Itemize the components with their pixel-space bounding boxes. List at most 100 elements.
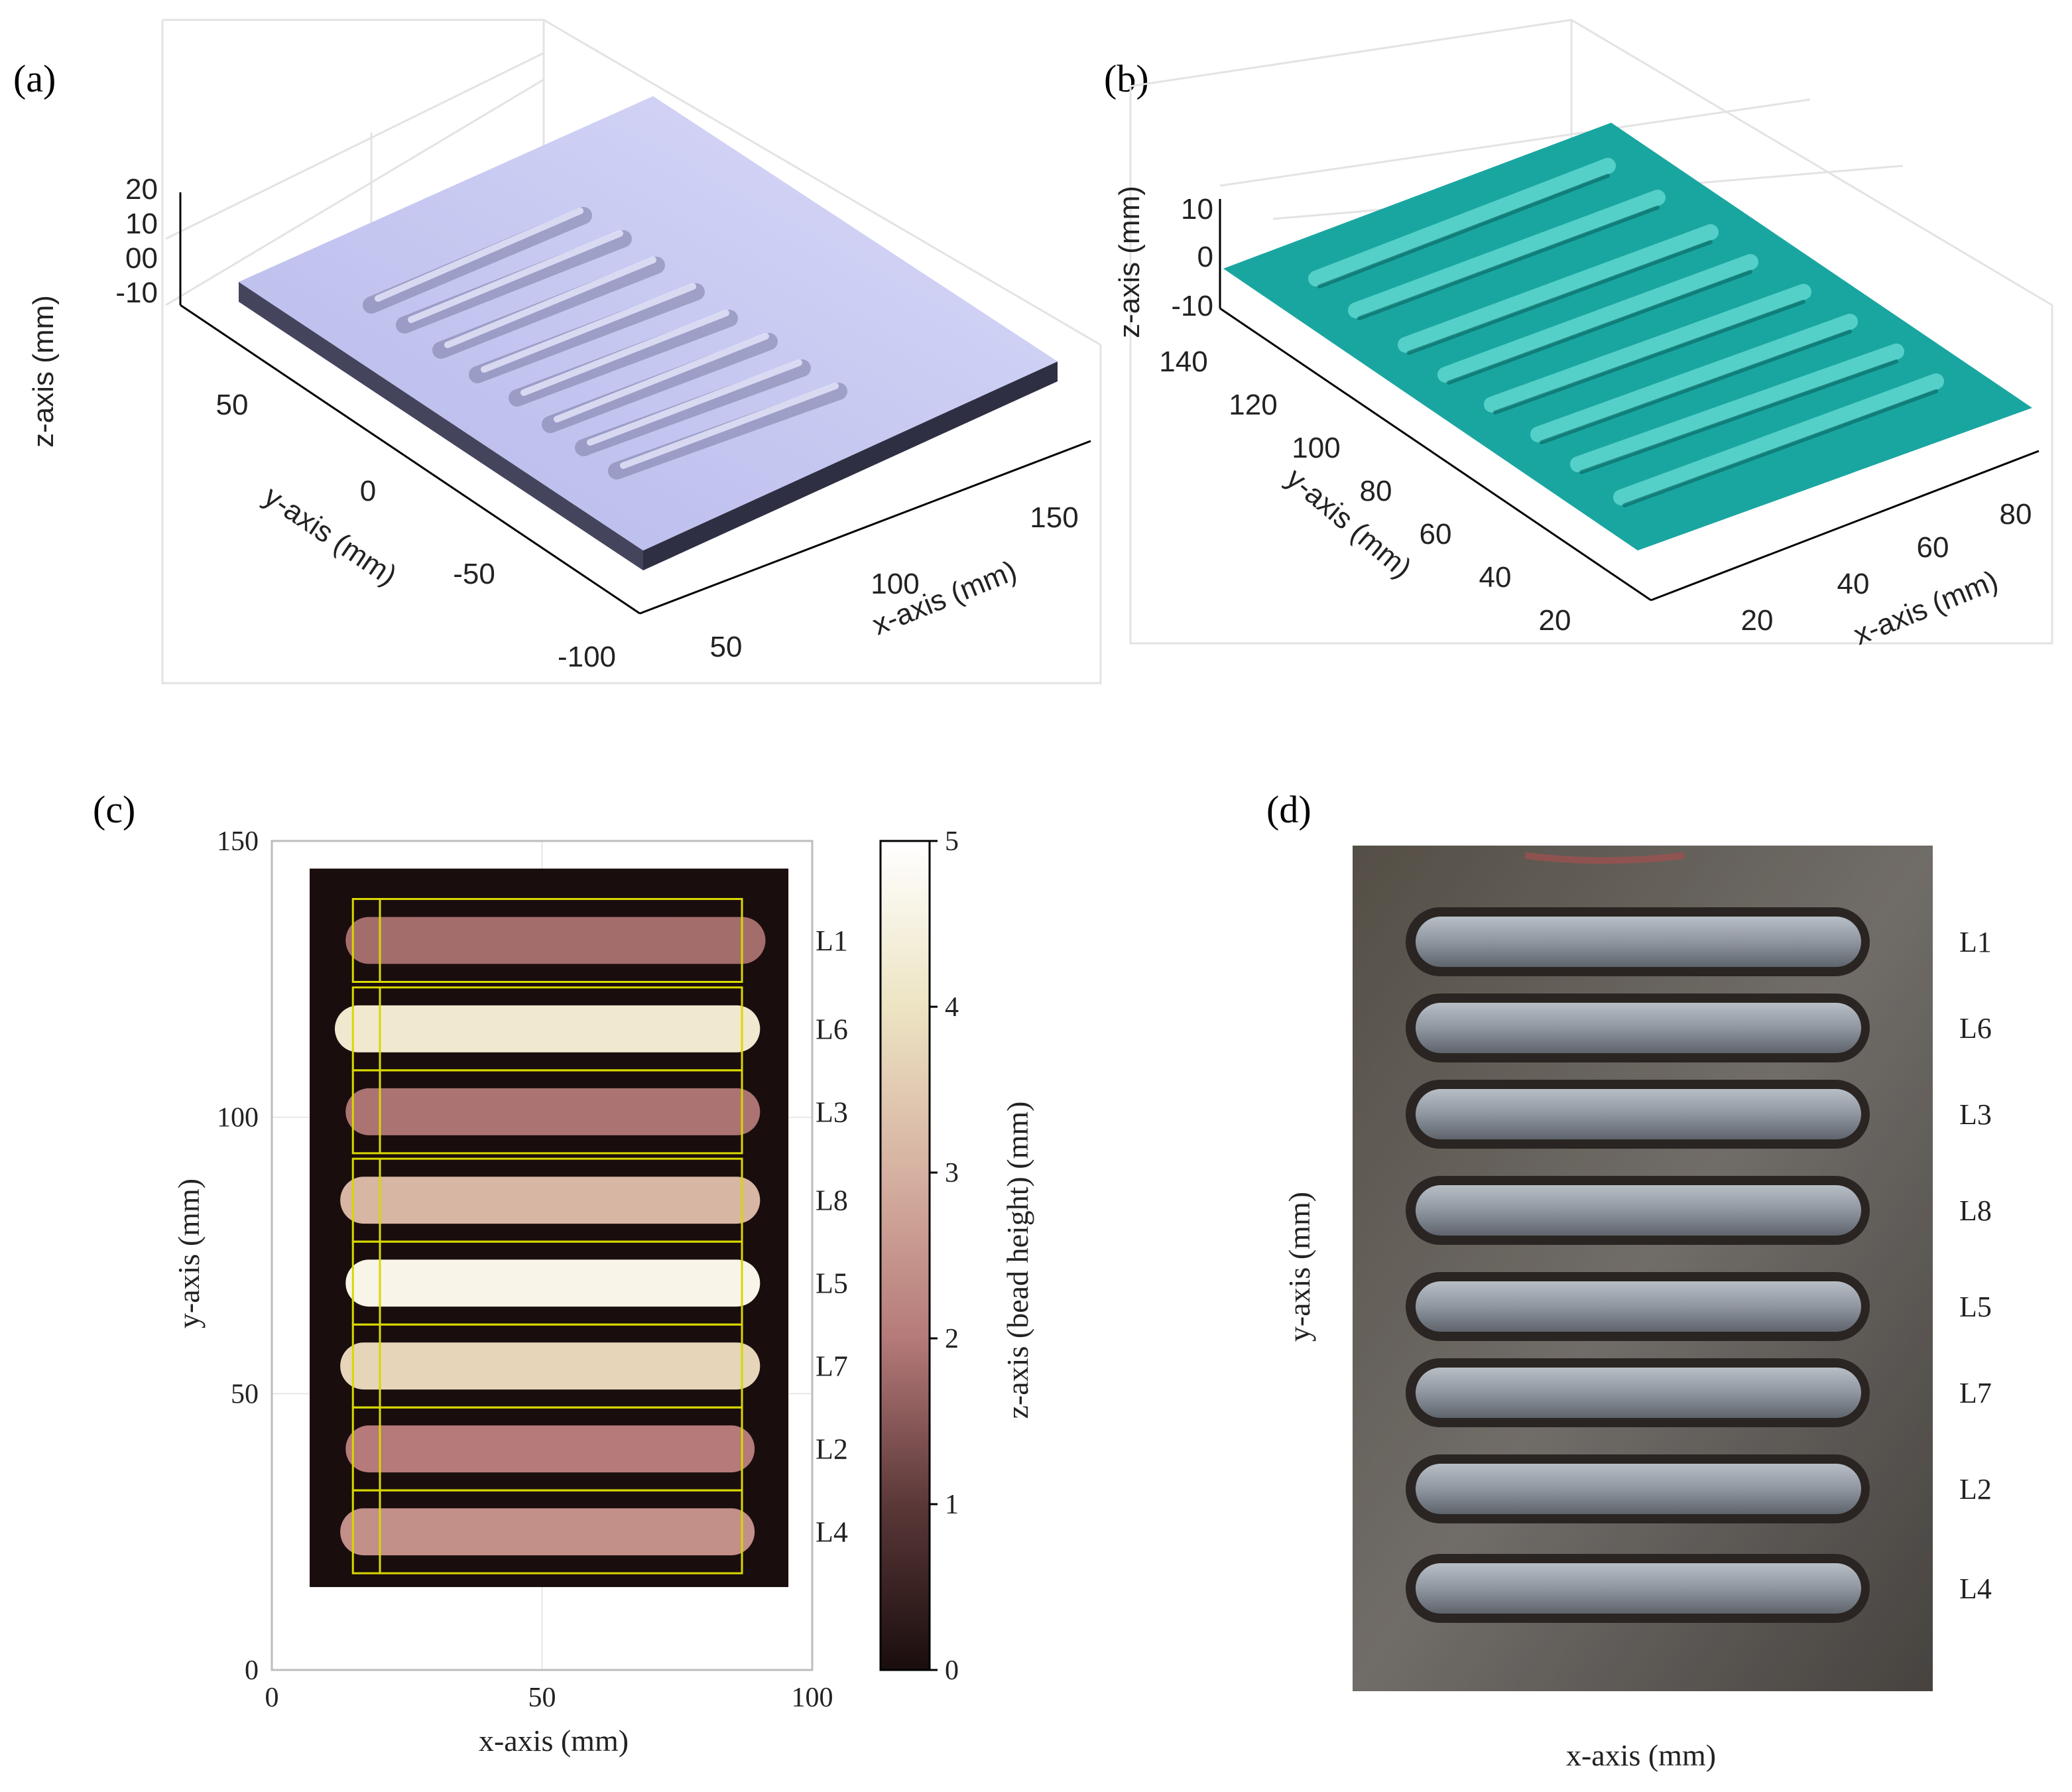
b-ztick-2: -10 (1171, 290, 1213, 322)
b-zlabel: z-axis (mm) (1113, 186, 1146, 338)
panel-b-label: (b) (1104, 57, 1149, 100)
cbar-tick-3: 3 (945, 1158, 959, 1188)
c-bead-label-L1: L1 (816, 925, 848, 957)
a-ytick-0: 50 (216, 389, 249, 421)
d-bead-0 (1416, 917, 1861, 967)
panel-b: (b) (1104, 19, 2053, 651)
d-bead-label-2: L3 (1959, 1098, 1992, 1131)
d-bead-label-5: L7 (1959, 1377, 1992, 1409)
b-xtick-1: 40 (1837, 568, 1870, 600)
d-bead-label-1: L6 (1959, 1012, 1992, 1045)
cbar-tick-0: 0 (945, 1655, 959, 1686)
a-ztick-0: 20 (125, 173, 158, 206)
d-bead-label-6: L2 (1959, 1473, 1992, 1505)
b-ytick-3: 80 (1360, 475, 1392, 507)
plate-a-top-surface (239, 96, 1058, 550)
c-xtick-2: 100 (792, 1683, 833, 1713)
panel-a: (a) (13, 19, 1102, 684)
a-ytick-2: -50 (453, 558, 495, 590)
b-ytick-1: 120 (1229, 389, 1277, 421)
panel-b-axes (1219, 199, 2040, 602)
c-heatmap-background (310, 868, 789, 1587)
c-bead-label-L3: L3 (816, 1096, 848, 1128)
c-ylabel: y-axis (mm) (172, 1179, 206, 1328)
cbar-tick-2: 2 (945, 1324, 959, 1354)
panel-c-yellow-frames (351, 898, 743, 1574)
d-bead-label-3: L8 (1959, 1194, 1992, 1227)
c-bead-label-L6: L6 (816, 1013, 848, 1045)
a-ytick-1: 0 (360, 475, 376, 507)
b-ytick-0: 140 (1159, 346, 1207, 378)
d-bead-5 (1416, 1368, 1861, 1418)
panel-b-beads (1308, 158, 1944, 505)
b-ytick-2: 100 (1292, 432, 1340, 464)
photo-marker-scribble (1524, 852, 1685, 864)
a-ytick-3: -100 (558, 641, 616, 673)
cbar-tick-4: 4 (945, 992, 959, 1023)
d-bead-6 (1416, 1464, 1861, 1514)
c-ytick-1: 50 (231, 1379, 259, 1409)
c-frame-L3 (351, 1069, 743, 1155)
c-ytick-2: 100 (217, 1103, 259, 1133)
b-ytick-6: 20 (1539, 604, 1571, 637)
c-frame-L1 (351, 898, 743, 983)
d-xlabel: x-axis (mm) (1566, 1738, 1716, 1772)
b-xlabel: x-axis (mm) (1849, 564, 2002, 651)
cbar-tick-5: 5 (945, 826, 959, 857)
c-xtick-1: 50 (528, 1683, 556, 1713)
d-bead-label-0: L1 (1959, 926, 1992, 958)
d-bead-3 (1416, 1185, 1861, 1236)
b-xtick-2: 60 (1917, 531, 1949, 564)
plate-a-front-side (239, 282, 643, 570)
b-ztick-1: 0 (1197, 241, 1213, 273)
a-xtick-1: 100 (871, 568, 919, 600)
weld-beads (1406, 907, 1870, 1623)
a-ztick-1: 10 (125, 208, 158, 240)
panel-c-heatmap (310, 868, 789, 1587)
b-ytick-4: 60 (1420, 518, 1452, 550)
d-bead-label-7: L4 (1959, 1572, 1992, 1605)
c-ytick-0: 0 (245, 1655, 259, 1686)
b-ylabel: y-axis (mm) (1280, 462, 1418, 584)
d-ylabel: y-axis (mm) (1282, 1192, 1316, 1342)
weld-photo (1353, 846, 1933, 1691)
d-bead-4 (1416, 1281, 1861, 1332)
panel-d-label: (d) (1266, 788, 1311, 831)
d-bead-label-4: L5 (1959, 1291, 1992, 1323)
c-bead-label-L8: L8 (816, 1184, 848, 1217)
panel-a-label: (a) (13, 57, 56, 100)
panel-c-ticks: 0 50 100 0 50 100 150 (217, 826, 833, 1713)
b-xtick-3: 80 (2000, 498, 2032, 531)
c-frame-L4 (351, 1489, 743, 1574)
panel-c-beads (334, 917, 766, 1556)
colorbar-label: z-axis (bead height) (mm) (1001, 1102, 1034, 1419)
c-xtick-0: 0 (265, 1683, 279, 1713)
a-xtick-2: 150 (1030, 501, 1078, 534)
c-bead-label-L4: L4 (816, 1516, 848, 1549)
b-xtick-0: 20 (1741, 604, 1774, 637)
c-bead-label-L7: L7 (816, 1350, 848, 1383)
c-bead-label-L2: L2 (816, 1433, 848, 1466)
b-ytick-5: 40 (1479, 561, 1512, 594)
plate-a-right-side (643, 361, 1058, 570)
c-ytick-3: 150 (217, 826, 259, 857)
a-ztick-3: -10 (115, 277, 158, 309)
panel-a-axes (179, 192, 1091, 615)
a-ztick-2: 00 (125, 242, 158, 275)
a-zlabel: z-axis (mm) (27, 295, 60, 448)
b-ztick-0: 10 (1181, 193, 1213, 225)
c-bead-label-L5: L5 (816, 1267, 848, 1300)
panel-c-label: (c) (93, 788, 135, 831)
d-bead-7 (1416, 1563, 1861, 1614)
colorbar-ticks: 0 1 2 3 4 5 (930, 826, 959, 1686)
d-bead-2 (1416, 1089, 1861, 1139)
cbar-tick-1: 1 (945, 1490, 959, 1520)
colorbar (879, 840, 931, 1671)
a-xtick-0: 50 (710, 631, 743, 663)
panel-c-axes-box (271, 840, 814, 1671)
c-xlabel: x-axis (mm) (479, 1724, 629, 1758)
d-bead-1 (1416, 1003, 1861, 1053)
